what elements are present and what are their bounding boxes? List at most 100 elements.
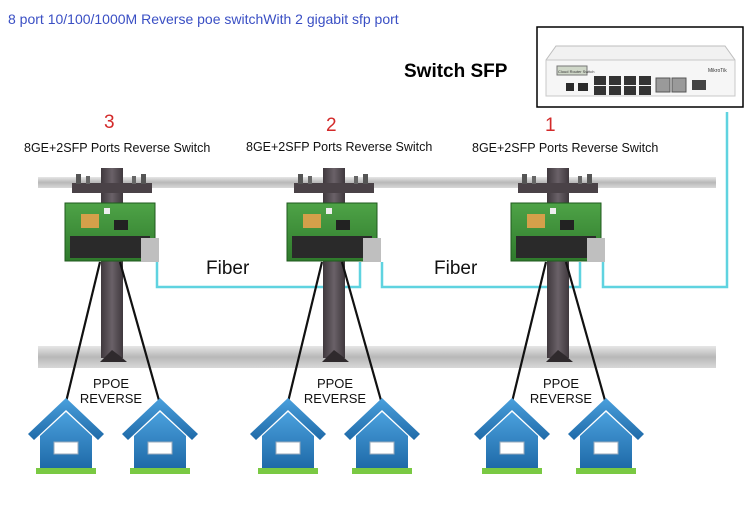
house-wall xyxy=(262,412,314,468)
houses xyxy=(28,398,644,474)
house-wall xyxy=(356,412,408,468)
rj45-ports xyxy=(70,236,150,258)
insulator xyxy=(76,174,81,184)
insulator xyxy=(578,176,582,184)
switch-number-3: 3 xyxy=(104,112,115,133)
cable xyxy=(286,261,324,403)
pole-unit-2 xyxy=(286,168,384,405)
house-lawn xyxy=(482,468,542,474)
house-roof xyxy=(122,398,198,440)
fiber-label-2: Fiber xyxy=(434,258,478,279)
switch-label-2: 8GE+2SFP Ports Reverse Switch xyxy=(246,140,433,154)
house-lawn xyxy=(258,468,318,474)
house-roof xyxy=(250,398,326,440)
cable xyxy=(118,261,162,405)
pole-base xyxy=(322,350,349,362)
house-window xyxy=(499,441,525,455)
rj45-port xyxy=(609,76,621,85)
house-wall xyxy=(134,412,186,468)
cable xyxy=(64,261,102,403)
rj45-ports xyxy=(292,236,372,258)
house-roof xyxy=(344,398,420,440)
house-icon xyxy=(568,398,644,474)
house-lawn xyxy=(352,468,412,474)
power-port xyxy=(566,83,574,91)
device-model-text: Cloud Router Switch xyxy=(558,69,594,74)
insulator xyxy=(132,176,136,184)
rj45-port xyxy=(639,86,651,95)
pole-unit-3 xyxy=(64,168,162,405)
house-window xyxy=(593,441,619,455)
insulator xyxy=(141,174,146,184)
house-wall xyxy=(486,412,538,468)
insulator xyxy=(354,176,358,184)
switch-sfp-label: Switch SFP xyxy=(404,61,508,82)
rj45-port xyxy=(594,86,606,95)
cable xyxy=(510,261,548,403)
chip xyxy=(114,220,128,230)
rj45-ports xyxy=(516,236,596,258)
chip xyxy=(560,220,574,230)
switch-label-3: 8GE+2SFP Ports Reverse Switch xyxy=(24,141,211,155)
ground-rail xyxy=(38,346,716,368)
pole-base xyxy=(546,350,573,362)
insulator xyxy=(587,174,592,184)
house-window xyxy=(53,441,79,455)
house-window xyxy=(147,441,173,455)
house-icon xyxy=(122,398,198,474)
sfp-cage xyxy=(363,238,381,262)
pppoe-line-1: PPOE xyxy=(92,376,130,391)
pppoe-label-2: PPOE REVERSE xyxy=(295,376,375,406)
crossarm xyxy=(72,183,152,193)
mgmt-port xyxy=(692,80,706,90)
house-wall xyxy=(580,412,632,468)
sfp-cage xyxy=(141,238,159,262)
house-roof xyxy=(474,398,550,440)
switch-number-1: 1 xyxy=(545,115,556,136)
house-lawn xyxy=(130,468,190,474)
pppoe-line-1: PPOE xyxy=(316,376,354,391)
house-window xyxy=(369,441,395,455)
page-title: 8 port 10/100/1000M Reverse poe switchWi… xyxy=(8,11,399,27)
insulator xyxy=(363,174,368,184)
rj45-port xyxy=(594,76,606,85)
pole-base xyxy=(100,350,127,362)
rj45-port xyxy=(609,86,621,95)
house-roof xyxy=(568,398,644,440)
insulator xyxy=(308,176,312,184)
chip xyxy=(336,220,350,230)
pppoe-label-1: PPOE REVERSE xyxy=(521,376,601,406)
fiber-label-1: Fiber xyxy=(206,258,250,279)
house-window xyxy=(275,441,301,455)
fiber-line-uplink xyxy=(601,112,729,289)
house-lawn xyxy=(36,468,96,474)
pppoe-line-2: REVERSE xyxy=(303,391,367,406)
house-icon xyxy=(250,398,326,474)
chip xyxy=(303,214,321,228)
component xyxy=(104,208,110,214)
pppoe-label-3: PPOE REVERSE xyxy=(71,376,151,406)
device-lcd xyxy=(556,65,588,76)
house-roof xyxy=(28,398,104,440)
fiber-line-3-2 xyxy=(155,262,362,289)
sfp-port xyxy=(655,77,671,93)
house-icon xyxy=(28,398,104,474)
component xyxy=(326,208,332,214)
rj45-port xyxy=(624,86,636,95)
rj45-port xyxy=(624,76,636,85)
chip xyxy=(527,214,545,228)
insulator xyxy=(298,174,303,184)
switch-sfp-device: Cloud Router Switch MikroTik xyxy=(536,26,744,108)
crossarm xyxy=(294,183,374,193)
pppoe-line-2: REVERSE xyxy=(529,391,593,406)
switch-label-1: 8GE+2SFP Ports Reverse Switch xyxy=(472,141,659,155)
chip xyxy=(81,214,99,228)
fiber-line-2-1 xyxy=(380,262,582,289)
rj45-port xyxy=(639,76,651,85)
top-rail xyxy=(38,177,716,188)
house-wall xyxy=(40,412,92,468)
pppoe-line-1: PPOE xyxy=(542,376,580,391)
pppoe-line-2: REVERSE xyxy=(79,391,143,406)
